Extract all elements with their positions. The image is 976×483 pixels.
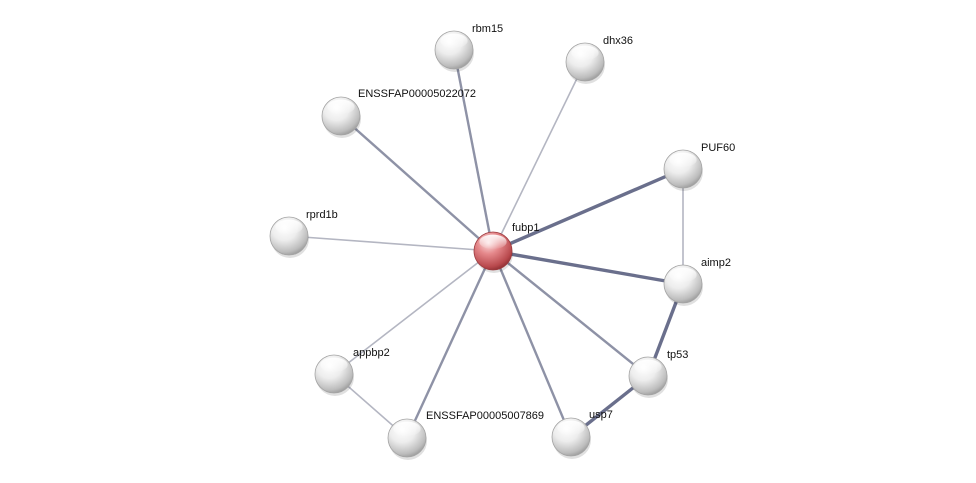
node-label: PUF60	[701, 142, 735, 154]
node-label: usp7	[589, 409, 613, 421]
node-usp7[interactable]: usp7	[551, 409, 613, 459]
node-rbm15[interactable]: rbm15	[434, 23, 503, 72]
node-label: dhx36	[603, 35, 633, 47]
edge-fubp1-usp7	[491, 250, 573, 438]
node-tp53[interactable]: tp53	[628, 349, 688, 398]
node-ENSSFAP00005022072[interactable]: ENSSFAP00005022072	[321, 88, 476, 138]
node-highlight	[669, 152, 697, 168]
node-label: rprd1b	[306, 209, 338, 221]
node-highlight	[393, 421, 421, 437]
node-rprd1b[interactable]: rprd1b	[269, 209, 338, 258]
node-fubp1[interactable]: fubp1	[473, 222, 540, 273]
node-label: appbp2	[353, 347, 390, 359]
edge-fubp1-ENSSFAP00005022072	[340, 115, 494, 252]
node-aimp2[interactable]: aimp2	[663, 257, 731, 306]
node-ENSSFAP00005007869[interactable]: ENSSFAP00005007869	[387, 410, 544, 460]
edge-fubp1-aimp2	[492, 249, 684, 286]
node-highlight	[320, 357, 348, 373]
edge-fubp1-tp53	[492, 250, 649, 377]
node-label: fubp1	[512, 222, 540, 234]
node-label: tp53	[667, 349, 688, 361]
edge-fubp1-rprd1b	[288, 235, 494, 252]
node-highlight	[327, 99, 355, 115]
node-highlight	[557, 420, 585, 436]
node-label: aimp2	[701, 257, 731, 269]
edge-fubp1-PUF60	[492, 167, 684, 253]
node-label: ENSSFAP00005022072	[358, 88, 476, 100]
node-highlight	[440, 33, 468, 49]
edge-fubp1-ENSSFAP00005007869	[405, 250, 495, 439]
node-dhx36[interactable]: dhx36	[565, 35, 633, 84]
node-highlight	[669, 267, 697, 283]
node-appbp2[interactable]: appbp2	[314, 347, 390, 396]
node-highlight	[479, 234, 507, 250]
edge-fubp1-dhx36	[492, 61, 586, 252]
node-label: rbm15	[472, 23, 503, 35]
node-PUF60[interactable]: PUF60	[663, 142, 735, 191]
node-highlight	[275, 219, 303, 235]
edge-fubp1-appbp2	[333, 250, 494, 375]
edge-fubp1-rbm15	[452, 49, 495, 252]
node-label: ENSSFAP00005007869	[426, 410, 544, 422]
node-highlight	[634, 359, 662, 375]
node-highlight	[571, 45, 599, 61]
